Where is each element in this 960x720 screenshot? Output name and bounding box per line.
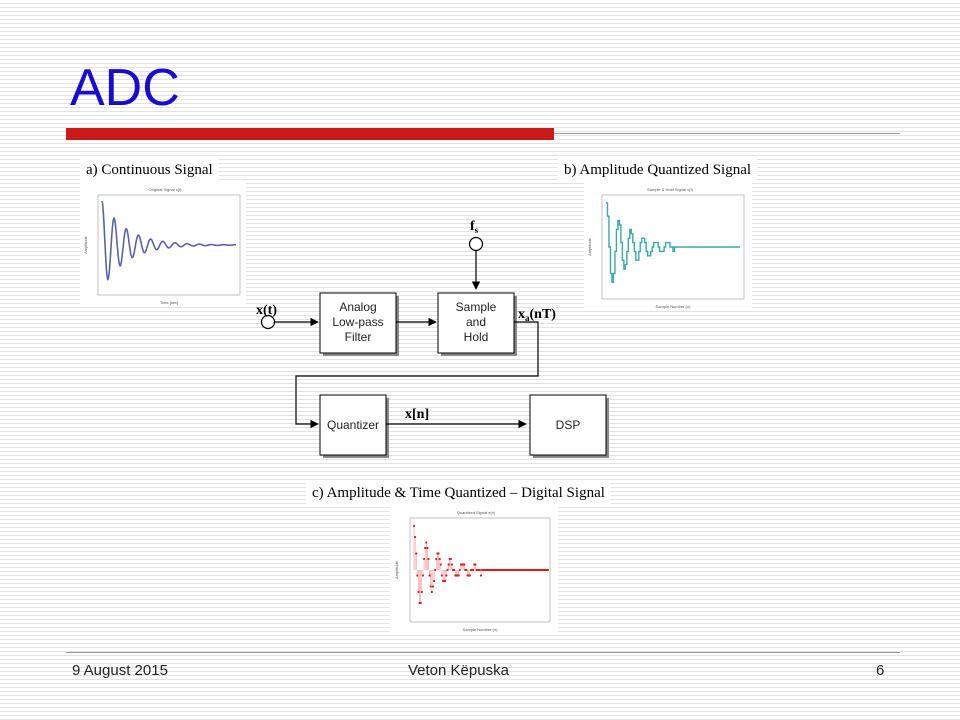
dsp-block: DSP (529, 394, 609, 458)
quantizer-label: Quantizer (327, 418, 379, 432)
sample-point (447, 563, 450, 566)
signal-x-t: x(t) (256, 303, 277, 318)
sample-point (472, 568, 475, 572)
sample-point (426, 546, 429, 550)
sample-point (429, 585, 432, 588)
clock-terminal (468, 236, 484, 252)
footer-author: Veton Këpuska (408, 662, 509, 679)
sample-point (449, 557, 452, 561)
title-rule (554, 133, 900, 134)
wire-sample-hold-to-quantizer (295, 321, 539, 429)
plot-digital-xlabel: Sample Number (n) (463, 627, 499, 632)
plot-digital-ylabel: Amplitude (394, 560, 399, 579)
title-accent-bar (66, 128, 554, 140)
sample-point (420, 590, 423, 594)
sample-point (457, 574, 460, 577)
footer-page-number: 6 (876, 662, 885, 679)
sample-hold-label-line-3: Hold (464, 330, 489, 344)
sample-point (468, 574, 471, 577)
sample-point (419, 601, 422, 605)
plot-amplitude-quantized-ylabel: Amplitude (587, 237, 592, 256)
sample-point (446, 568, 449, 572)
plot-continuous-title: Original Signal x(t) (149, 187, 183, 192)
sample-point (478, 568, 481, 572)
signal-x-n: x[n] (405, 407, 429, 422)
sample-hold-block: Sample and Hold (437, 292, 517, 356)
caption-digital-signal: c) Amplitude & Time Quantized – Digital … (306, 480, 611, 506)
sample-hold-label-line-1: Sample (456, 300, 497, 314)
filter-label-line-1: Analog (339, 300, 376, 314)
sample-point (431, 585, 435, 588)
signal-fs: fs (470, 219, 479, 235)
signal-xa-nt: xa(nT) (518, 307, 556, 323)
plot-digital-title: Quantized Signal x(n) (457, 510, 496, 515)
sample-point (450, 563, 454, 566)
sample-point (479, 574, 483, 577)
sample-point (438, 557, 441, 561)
sample-point (444, 579, 447, 583)
sample-point (434, 568, 437, 572)
slide-title: ADC (70, 59, 180, 117)
sample-point (415, 552, 418, 555)
sample-point (412, 524, 416, 528)
dsp-label: DSP (556, 418, 581, 432)
sample-point (435, 557, 438, 561)
sample-point (458, 568, 461, 572)
sample-point (439, 563, 442, 566)
sample-point (463, 563, 466, 566)
sample-point (428, 574, 431, 577)
digital-samples (412, 524, 550, 605)
sample-point (433, 579, 436, 583)
footer-date: 9 August 2015 (72, 662, 168, 679)
caption-continuous-signal: a) Continuous Signal (80, 157, 219, 183)
plot-amplitude-quantized: Sample & Hold Signal x(t) Sample Number … (584, 183, 752, 311)
plot-amplitude-quantized-title: Sample & Hold Signal x(t) (647, 187, 693, 192)
plot-amplitude-quantized-xlabel: Sample Number (n) (656, 304, 692, 309)
plot-continuous-signal: Original Signal x(t) Time [sec] Amplitud… (80, 183, 246, 307)
plot-continuous-xlabel: Time [sec] (160, 300, 178, 305)
sample-point (422, 557, 426, 561)
sample-point (453, 568, 456, 572)
caption-amplitude-quantized: b) Amplitude Quantized Signal (558, 157, 758, 183)
filter-label-line-3: Filter (345, 330, 372, 344)
plot-continuous-ylabel: Amplitude (83, 235, 88, 254)
sample-point (445, 574, 448, 577)
sample-point (417, 590, 420, 594)
sample-point (427, 557, 430, 561)
sample-point (474, 563, 477, 566)
sample-point (465, 568, 468, 572)
continuous-waveform (101, 200, 236, 281)
footer-rule (66, 652, 900, 653)
sample-point (437, 552, 440, 555)
plot-digital-signal: Quantized Signal x(n) Sample Number (n) … (390, 506, 558, 634)
sample-point (416, 574, 419, 577)
sample-point (425, 541, 428, 544)
sample-point (424, 546, 427, 550)
filter-block: Analog Low-pass Filter (319, 292, 399, 356)
sample-hold-waveform (606, 202, 740, 283)
filter-label-line-2: Low-pass (332, 315, 383, 329)
sample-point (414, 535, 417, 539)
input-terminal (260, 314, 276, 330)
sample-hold-label-line-2: and (466, 315, 486, 329)
sample-point (546, 568, 550, 572)
sample-point (430, 590, 433, 594)
sample-point (421, 574, 425, 577)
sample-point (440, 574, 444, 577)
quantizer-block: Quantizer (319, 394, 389, 458)
